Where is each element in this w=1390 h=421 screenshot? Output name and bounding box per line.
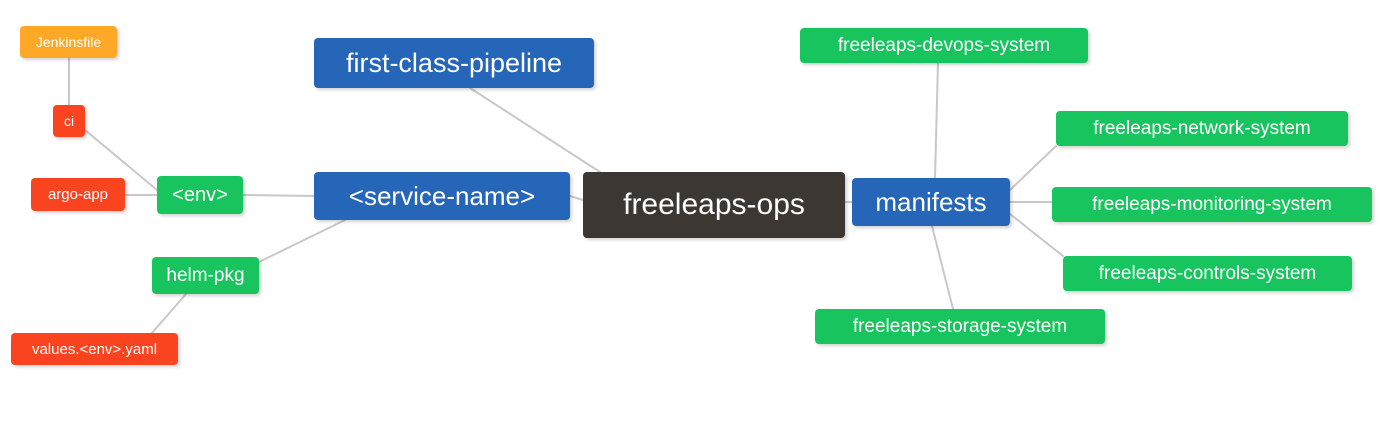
node-jenkinsfile[interactable]: Jenkinsfile (20, 26, 117, 58)
edge-pipeline-to-freeleaps-ops (469, 87, 601, 173)
edge-helm-pkg-to-service-name (258, 219, 346, 263)
node-argo-app[interactable]: argo-app (31, 178, 125, 211)
node-freeleaps-ops[interactable]: freeleaps-ops (583, 172, 845, 238)
node-manifests[interactable]: manifests (852, 178, 1010, 226)
edge-network-to-manifests (1009, 145, 1057, 191)
node-helm-pkg[interactable]: helm-pkg (152, 257, 259, 294)
edge-devops-to-manifests (934, 62, 939, 179)
node-storage[interactable]: freeleaps-storage-system (815, 309, 1105, 344)
node-network[interactable]: freeleaps-network-system (1056, 111, 1348, 146)
node-ci[interactable]: ci (53, 105, 85, 137)
edge-storage-to-manifests (931, 225, 954, 310)
edge-ci-to-env (84, 129, 158, 191)
edge-values-yaml-to-helm-pkg (151, 293, 187, 334)
node-pipeline[interactable]: first-class-pipeline (314, 38, 594, 88)
edge-service-name-to-freeleaps-ops (569, 195, 584, 201)
node-monitoring[interactable]: freeleaps-monitoring-system (1052, 187, 1372, 222)
node-service-name[interactable]: <service-name> (314, 172, 570, 220)
node-devops[interactable]: freeleaps-devops-system (800, 28, 1088, 63)
node-controls[interactable]: freeleaps-controls-system (1063, 256, 1352, 291)
node-values-yaml[interactable]: values.<env>.yaml (11, 333, 178, 365)
edge-controls-to-manifests (1009, 213, 1064, 257)
edge-env-to-service-name (242, 194, 315, 197)
node-env[interactable]: <env> (157, 176, 243, 214)
